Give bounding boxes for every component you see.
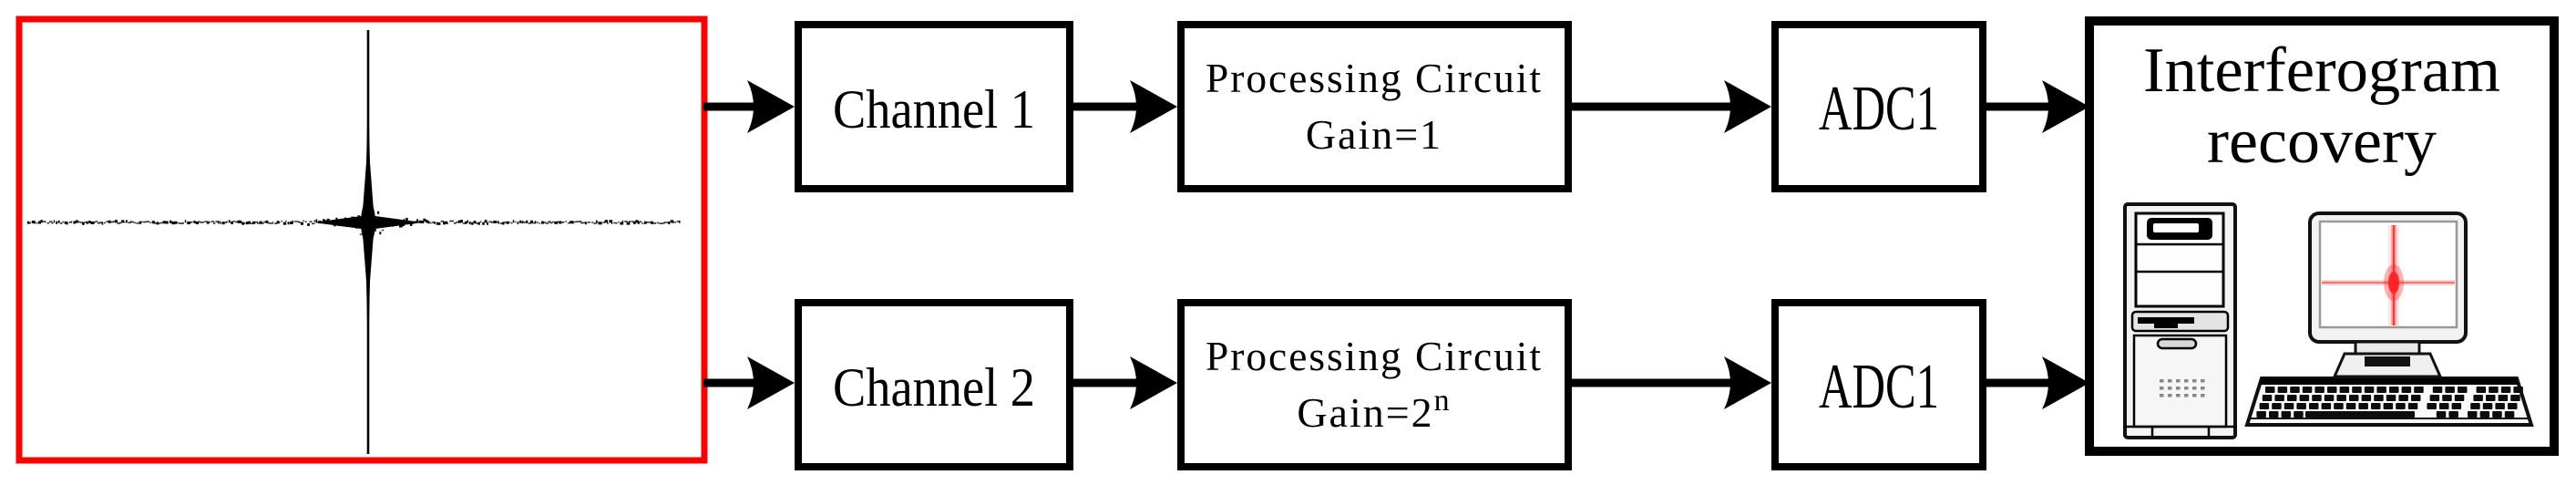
processing2-gain: Gain=2n: [1297, 384, 1451, 436]
keyboard-keys: [2256, 387, 2523, 418]
adc1-top-label: ADC1: [1819, 74, 1939, 144]
pc-tower-icon: [2123, 202, 2237, 439]
arrow-source-to-channel1: [703, 80, 795, 133]
recovery-title-line1: Interferogram: [2143, 36, 2500, 106]
processing2-gain-sup: n: [1434, 384, 1452, 418]
arrow-source-to-channel2: [703, 356, 795, 409]
keyboard-icon: [2244, 377, 2534, 427]
adc2-bottom-block: ADC1: [1771, 299, 1986, 470]
red-frame: [15, 15, 708, 464]
arrow-adc1-to-recovery: [1985, 80, 2089, 133]
tower-handle: [2156, 337, 2198, 350]
arrow-channel1-to-processing1: [1072, 80, 1177, 133]
processing1-gain-base: Gain=1: [1306, 111, 1442, 158]
channel2-label: Channel 2: [833, 357, 1035, 418]
adc1-top-block: ADC1: [1771, 21, 1986, 192]
crt-monitor-icon: [2308, 212, 2468, 378]
recovery-title-line2: recovery: [2207, 107, 2437, 177]
processing1-gain: Gain=1: [1306, 111, 1442, 158]
arrow-processing1-to-adc1: [1570, 80, 1771, 133]
channel2-block: Channel 2: [795, 299, 1073, 470]
arrow-channel2-to-processing2: [1072, 356, 1177, 409]
recovery-block: Interferogram recovery: [2085, 16, 2559, 456]
processing1-line1: Processing Circuit: [1206, 55, 1543, 101]
processing1-block: Processing Circuit Gain=1: [1177, 21, 1572, 192]
tower-vents: [2160, 379, 2205, 397]
arrow-adc2-to-recovery: [1985, 356, 2089, 409]
processing2-block: Processing Circuit Gain=2n: [1177, 299, 1572, 470]
spike-core: [361, 201, 375, 244]
screen-interferogram-icon: [2322, 225, 2455, 325]
adc2-bottom-label: ADC1: [1819, 352, 1939, 422]
channel1-label: Channel 1: [833, 79, 1035, 139]
channel1-block: Channel 1: [795, 21, 1073, 192]
interferogram-signal-icon: [27, 30, 681, 454]
processing2-gain-base: Gain=2: [1297, 389, 1433, 436]
arrow-processing2-to-adc2: [1570, 356, 1771, 409]
interferogram-source-box: [15, 15, 708, 464]
processing2-line1: Processing Circuit: [1206, 333, 1543, 379]
